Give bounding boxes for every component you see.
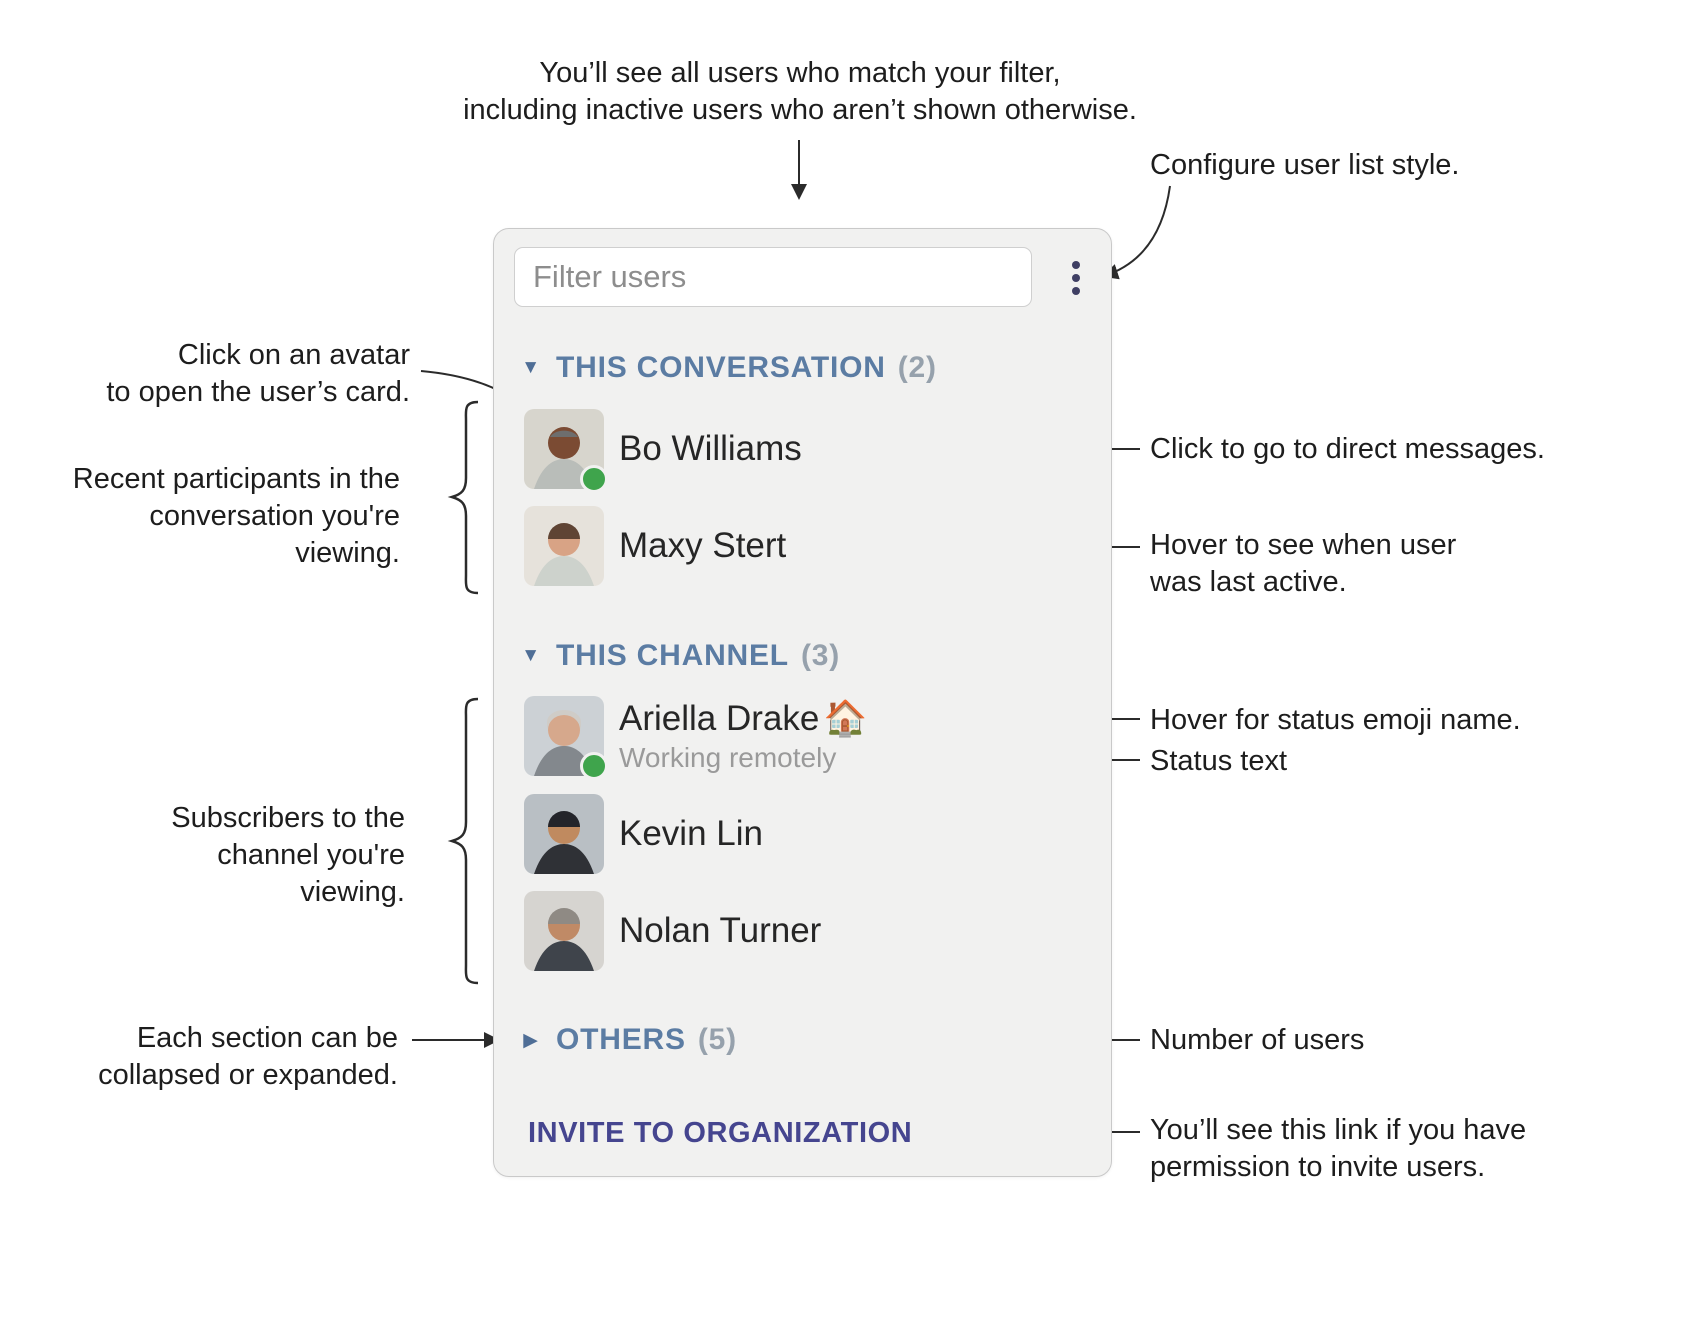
- annotation-status-emoji: Hover for status emoji name.: [1150, 704, 1521, 736]
- user-name[interactable]: Nolan Turner: [619, 911, 822, 950]
- user-name[interactable]: Maxy Stert: [619, 526, 787, 565]
- user-row: Kevin Lin: [524, 794, 763, 874]
- brace-recent-participants: [447, 400, 479, 595]
- brace-subscribers: [447, 697, 479, 985]
- section-count: (2): [897, 351, 937, 384]
- annotation-recent-participants: Recent participants in the conversation …: [72, 463, 400, 569]
- avatar[interactable]: [524, 409, 608, 493]
- avatar[interactable]: [524, 506, 604, 586]
- presence-active-dot: [580, 465, 608, 493]
- annotation-last-active: Hover to see when user was last active.: [1150, 529, 1457, 598]
- section-header-this-channel[interactable]: ▼ THIS CHANNEL (3): [518, 639, 840, 673]
- annotation-avatar-click: Click on an avatar to open the user’s ca…: [106, 339, 410, 408]
- user-list-panel: ▼ THIS CONVERSATION (2) Bo Williams: [493, 228, 1112, 1177]
- chevron-down-icon: ▼: [521, 645, 541, 666]
- avatar[interactable]: [524, 794, 604, 874]
- annotation-subscribers: Subscribers to the channel you're viewin…: [171, 802, 405, 908]
- avatar[interactable]: [524, 891, 604, 971]
- arrow-configure: [1102, 185, 1171, 280]
- section-header-this-conversation[interactable]: ▼ THIS CONVERSATION (2): [518, 351, 937, 385]
- user-name[interactable]: Ariella Drake: [619, 699, 820, 738]
- invite-to-organization-link[interactable]: INVITE TO ORGANIZATION: [528, 1117, 913, 1149]
- user-row: Maxy Stert: [524, 506, 786, 586]
- annotation-invite-permission: You’ll see this link if you have permiss…: [1150, 1114, 1527, 1183]
- section-label: OTHERS: [556, 1023, 686, 1056]
- user-name-block: Ariella Drake 🏠 Working remotely: [619, 698, 867, 774]
- section-label: THIS CHANNEL: [556, 639, 789, 672]
- avatar[interactable]: [524, 696, 608, 780]
- presence-active-dot: [580, 752, 608, 780]
- annotation-configure-style: Configure user list style.: [1150, 149, 1460, 181]
- user-row: Ariella Drake 🏠 Working remotely: [524, 696, 867, 780]
- annotation-filter-note: You’ll see all users who match your filt…: [463, 57, 1137, 126]
- annotation-user-count: Number of users: [1150, 1024, 1365, 1056]
- user-name[interactable]: Bo Williams: [619, 429, 802, 468]
- user-name[interactable]: Kevin Lin: [619, 814, 763, 853]
- chevron-right-icon: ▶: [523, 1029, 539, 1051]
- user-list-menu-icon[interactable]: [1058, 255, 1094, 301]
- section-header-others[interactable]: ▶ OTHERS (5): [518, 1023, 737, 1057]
- avatar-image: [524, 506, 604, 586]
- user-row: Nolan Turner: [524, 891, 821, 971]
- annotation-status-text: Status text: [1150, 745, 1288, 777]
- section-label: THIS CONVERSATION: [556, 351, 886, 384]
- section-count: (5): [697, 1023, 737, 1056]
- avatar-image: [524, 794, 604, 874]
- user-status-text: Working remotely: [619, 742, 837, 773]
- chevron-down-icon: ▼: [521, 357, 541, 378]
- annotation-direct-messages: Click to go to direct messages.: [1150, 433, 1545, 465]
- section-count: (3): [800, 639, 841, 672]
- annotation-collapse-expand: Each section can be collapsed or expande…: [98, 1022, 398, 1091]
- user-row: Bo Williams: [524, 409, 802, 493]
- avatar-image: [524, 891, 604, 971]
- status-emoji[interactable]: 🏠: [823, 699, 868, 738]
- filter-users-input[interactable]: [514, 247, 1032, 307]
